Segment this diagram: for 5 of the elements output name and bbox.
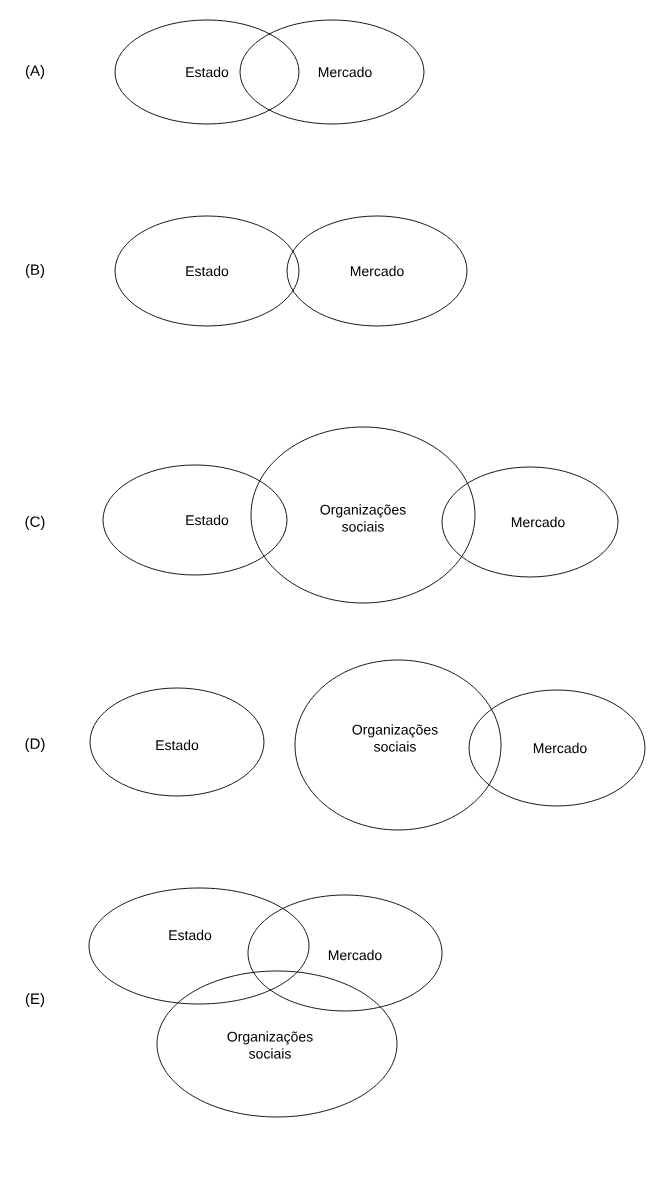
- option-label: (E): [25, 993, 45, 1007]
- option-label: (D): [25, 738, 45, 752]
- option-label: (B): [25, 264, 45, 278]
- option-label: (C): [25, 516, 45, 530]
- option-label: (A): [25, 65, 45, 79]
